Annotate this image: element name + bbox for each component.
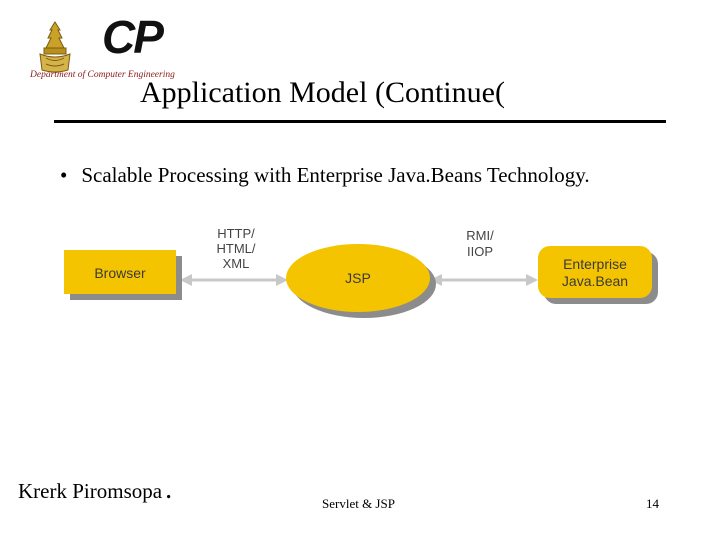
author-suffix: . [165,474,173,505]
ejb-label-line1: Enterprise [563,256,627,272]
bullet-icon: • [60,163,68,187]
logo-cp: CP [102,11,164,63]
bullet-text: Scalable Processing with Enterprise Java… [81,163,590,187]
department-name: Department of Computer Engineering [30,70,175,80]
footer-author: Krerk Piromsopa. [18,474,172,506]
title-divider [54,120,666,123]
page-number: 14 [646,496,659,511]
protocol-line: RMI/ [466,228,494,243]
crest-icon [36,20,74,74]
jsp-label: JSP [345,270,371,286]
ejb-node: Enterprise Java.Bean [538,246,658,304]
arrow-browser-jsp [180,274,288,286]
bullet-item: • Scalable Processing with Enterprise Jav… [60,163,590,188]
ejb-label-line2: Java.Bean [562,273,628,289]
protocol-line: HTML/ [217,241,256,256]
footer-topic: Servlet & JSP [322,496,395,511]
protocol-label-rmi: RMI/ IIOP [466,228,494,259]
browser-label: Browser [94,265,146,281]
protocol-label-http: HTTP/ HTML/ XML [217,226,256,271]
arrow-jsp-ejb [430,274,538,286]
protocol-line: XML [223,256,250,271]
protocol-line: HTTP/ [217,226,255,241]
protocol-line: IIOP [467,244,493,259]
jsp-node: JSP [286,244,436,318]
author-name: Krerk Piromsopa [18,479,163,503]
architecture-diagram: Browser JSP Enterprise Java.Bean HTTP/ H… [64,226,658,318]
slide-title: Application Model (Continue( [140,76,505,109]
browser-node: Browser [64,250,182,300]
